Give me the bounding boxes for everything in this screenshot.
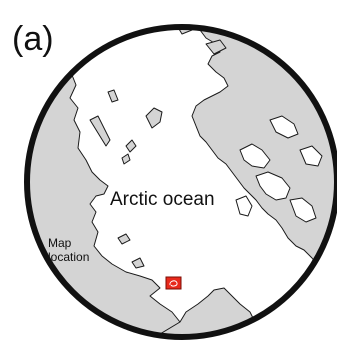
landmass-west [27, 27, 181, 337]
channel-6 [299, 145, 323, 167]
map-location-label-line1: Map [48, 236, 72, 250]
channel-4 [235, 195, 253, 217]
island-svalbard [145, 107, 163, 129]
island-upper-1 [205, 39, 227, 55]
island-bottom-2 [131, 257, 145, 269]
channel-1 [239, 143, 271, 169]
island-elongated-2 [107, 89, 119, 103]
map-location-label: Map location [48, 236, 108, 264]
channel-2 [255, 171, 291, 201]
channel-3 [289, 197, 317, 223]
marker-outline-icon [169, 280, 178, 287]
ocean-label: Arctic ocean [110, 189, 215, 210]
channel-5 [269, 115, 299, 139]
island-bottom-1 [117, 233, 131, 245]
panel-label: (a) [12, 20, 54, 58]
map-frame [24, 24, 337, 340]
island-small-1 [125, 139, 137, 153]
island-elongated-1 [89, 115, 111, 147]
island-small-2 [121, 153, 131, 165]
map-location-marker [165, 276, 182, 290]
map-location-label-line2: location [48, 250, 90, 264]
